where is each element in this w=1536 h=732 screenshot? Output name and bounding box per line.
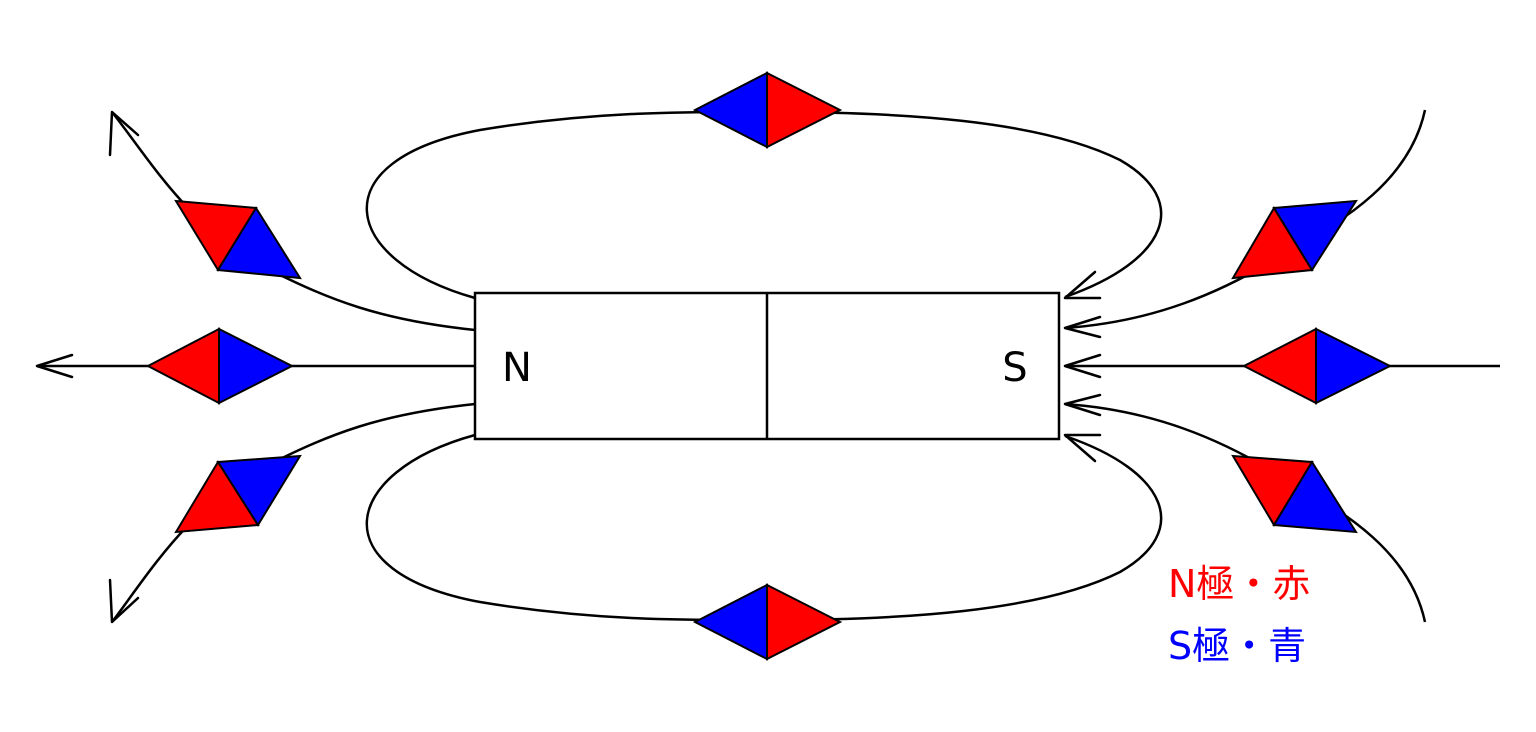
field-line-right-upper — [1064, 109, 1427, 330]
arrow-right-middle — [1063, 353, 1102, 379]
compass-left-middle-north-half — [145, 327, 220, 405]
legend-south-label: S極・青 — [1168, 624, 1306, 668]
compass-left-lower-south-half — [216, 454, 302, 527]
compass-bottom-north-half — [766, 583, 843, 661]
compass-left-middle-south-half — [218, 327, 295, 405]
field-line-left-upper — [111, 111, 476, 332]
arrow-left-upper — [108, 110, 140, 157]
bar-magnet: N S — [473, 291, 1061, 441]
compass-bottom-south-half — [692, 583, 768, 661]
compass-needle-left-middle — [145, 327, 295, 405]
compass-needles — [145, 71, 1393, 661]
compass-top-south-half — [692, 71, 768, 149]
magnet-north-label: N — [502, 345, 532, 391]
compass-right-middle-south-half — [1315, 327, 1393, 405]
compass-needle-right-middle — [1241, 327, 1393, 405]
legend: N極・赤 S極・青 — [1168, 562, 1310, 668]
arrow-right-lower — [1063, 393, 1102, 417]
compass-right-middle-north-half — [1241, 327, 1317, 405]
compass-needle-top — [692, 71, 843, 149]
compass-top-north-half — [766, 71, 843, 149]
compass-needle-bottom — [692, 583, 843, 661]
compass-right-lower-south-half — [1272, 460, 1358, 534]
arrow-right-upper — [1063, 315, 1102, 339]
arrow-right-bottom-loop — [1063, 433, 1102, 463]
compass-left-upper-south-half — [216, 206, 302, 280]
field-arrows — [35, 110, 1102, 624]
compass-right-upper-south-half — [1272, 199, 1358, 272]
arrow-right-top-loop — [1063, 270, 1102, 300]
compass-needle-right-upper — [1231, 199, 1358, 280]
compass-needle-right-lower — [1231, 454, 1358, 534]
legend-north-label: N極・赤 — [1168, 562, 1310, 606]
compass-needle-left-lower — [174, 454, 302, 534]
arrow-left-lower — [108, 578, 140, 624]
field-line-left-lower — [111, 402, 476, 623]
magnet-south-label: S — [1002, 345, 1027, 391]
arrow-left-middle — [35, 353, 74, 379]
compass-needle-left-upper — [174, 199, 302, 280]
